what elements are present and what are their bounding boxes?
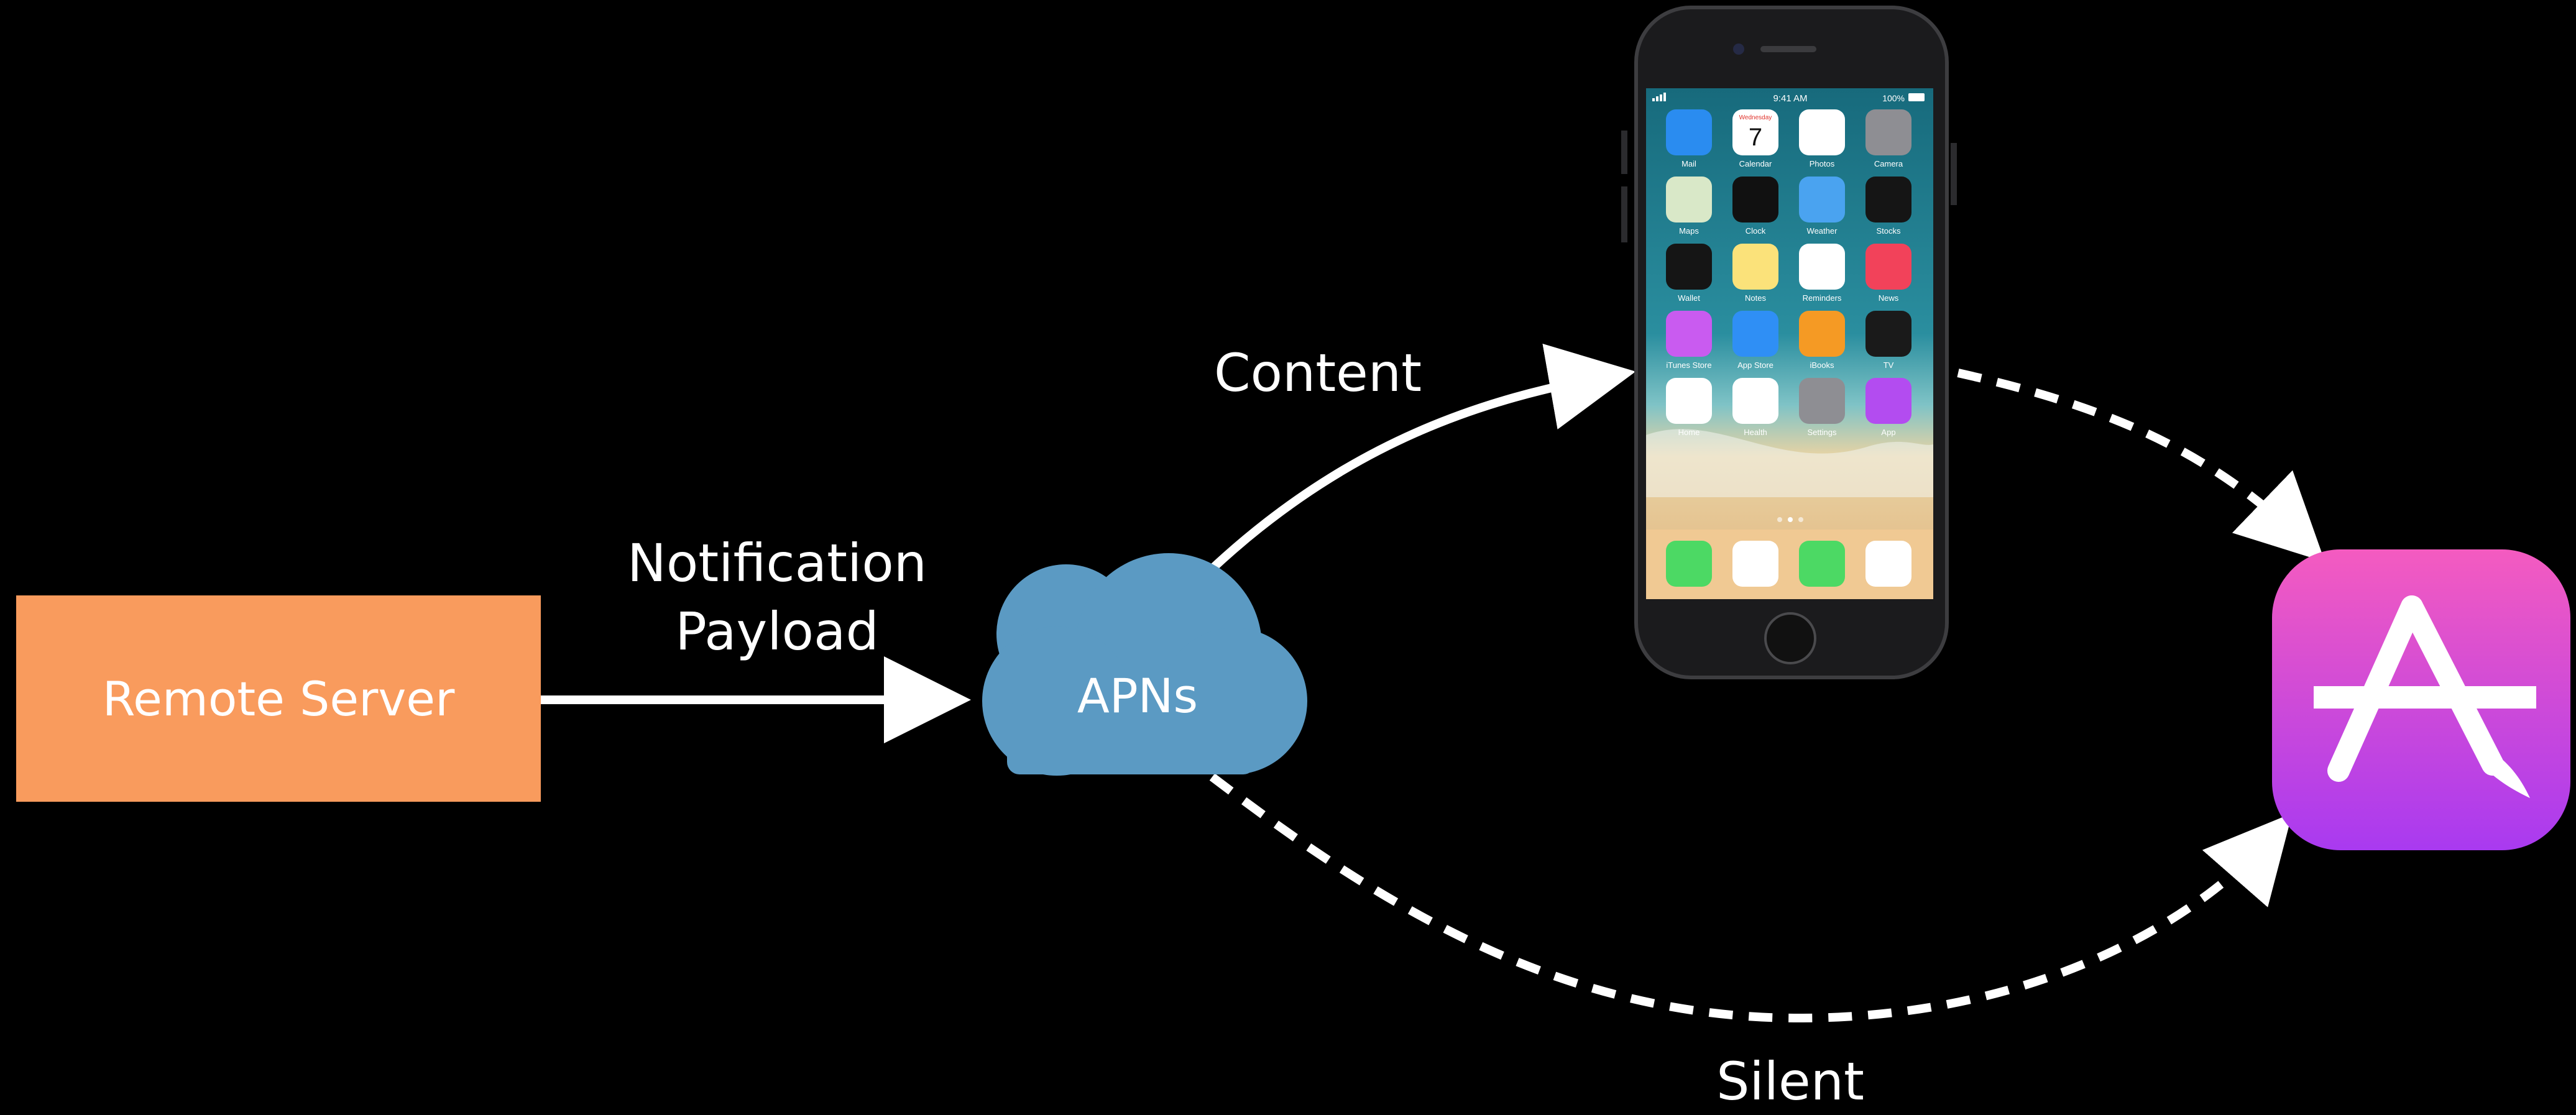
battery-icon	[1908, 93, 1925, 101]
app-label: App	[1881, 428, 1895, 437]
app-label: iBooks	[1810, 360, 1834, 370]
payload-label-line2: Payload	[675, 601, 879, 662]
settings-icon[interactable]: Settings	[1799, 378, 1845, 437]
stocks-icon[interactable]: Stocks	[1865, 177, 1911, 236]
clock-icon[interactable]: Clock	[1732, 177, 1778, 236]
app-label: Camera	[1874, 159, 1903, 168]
home-icon[interactable]: Home	[1666, 378, 1712, 437]
music-icon[interactable]	[1865, 541, 1911, 587]
messages-icon[interactable]	[1799, 541, 1845, 587]
app-label: Photos	[1810, 159, 1835, 168]
notes-icon[interactable]: Notes	[1732, 244, 1778, 303]
app-icon[interactable]: App	[1865, 378, 1911, 437]
status-battery: 100%	[1882, 93, 1905, 103]
calendar-weekday: Wednesday	[1739, 114, 1772, 121]
camera-icon[interactable]: Camera	[1865, 109, 1911, 168]
app-label: News	[1879, 293, 1899, 303]
home-button	[1764, 612, 1816, 664]
weather-icon[interactable]: Weather	[1799, 177, 1845, 236]
app-store-icon[interactable]: App Store	[1732, 311, 1778, 370]
app-label: Calendar	[1739, 159, 1772, 168]
content-label: Content	[1213, 342, 1422, 403]
safari-icon[interactable]	[1732, 541, 1778, 587]
app-label: Mail	[1681, 159, 1696, 168]
phone-speaker	[1760, 46, 1816, 52]
app-label: Clock	[1746, 226, 1766, 236]
apns-label: APNs	[1077, 668, 1198, 723]
phone-icon[interactable]	[1666, 541, 1712, 587]
app-label: Weather	[1807, 226, 1838, 236]
app-label: Maps	[1679, 226, 1699, 236]
app-label: Notes	[1745, 293, 1766, 303]
wallet-icon[interactable]: Wallet	[1666, 244, 1712, 303]
phone-camera	[1733, 44, 1744, 55]
apns-cloud	[982, 553, 1307, 776]
app-label: Wallet	[1678, 293, 1700, 303]
app-label: Settings	[1808, 428, 1837, 437]
tv-icon[interactable]: TV	[1865, 311, 1911, 370]
silent-arrow-to-device	[1957, 369, 2325, 562]
ibooks-icon[interactable]: iBooks	[1799, 311, 1845, 370]
health-icon[interactable]: Health	[1732, 378, 1778, 437]
app-label: iTunes Store	[1666, 360, 1711, 370]
dock-icons	[1666, 541, 1911, 587]
photos-icon[interactable]: Photos	[1799, 109, 1845, 168]
itunes-store-icon[interactable]: iTunes Store	[1666, 311, 1712, 370]
remote-server-box: Remote Server	[16, 595, 541, 802]
app-label: Home	[1678, 428, 1700, 437]
app-label: Stocks	[1876, 226, 1901, 236]
calendar-day: 7	[1749, 124, 1762, 151]
reminders-icon[interactable]: Reminders	[1799, 244, 1845, 303]
app-label: Reminders	[1803, 293, 1842, 303]
calendar-icon[interactable]: Calendar Wednesday 7	[1732, 109, 1778, 168]
silent-label: Silent	[1716, 1051, 1864, 1112]
app-store-icon	[2272, 549, 2570, 850]
news-icon[interactable]: News	[1865, 244, 1911, 303]
status-time: 9:41 AM	[1773, 93, 1807, 104]
content-arrow	[1209, 343, 1636, 572]
arrows	[541, 343, 2325, 1023]
remote-server-label: Remote Server	[102, 671, 455, 727]
payload-label-line1: Notification	[627, 533, 927, 594]
app-label: App Store	[1737, 360, 1773, 370]
maps-icon[interactable]: Maps	[1666, 177, 1712, 236]
signal-icon	[1652, 93, 1666, 101]
silent-arrow-from-apns	[1209, 773, 2293, 1023]
app-label: TV	[1884, 360, 1894, 370]
app-label: Health	[1744, 428, 1767, 437]
mail-icon[interactable]: Mail	[1666, 109, 1712, 168]
